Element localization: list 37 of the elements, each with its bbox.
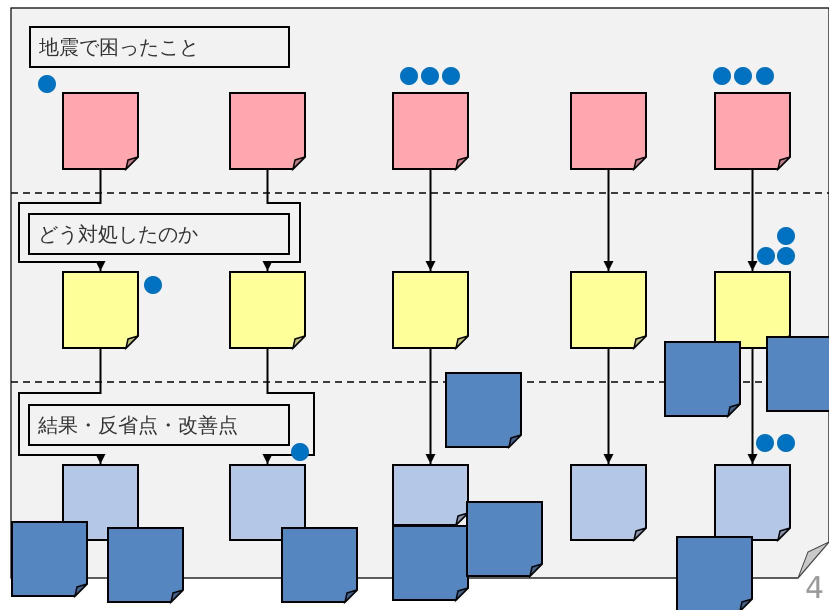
heading-label: どう対処したのか [28, 213, 290, 255]
sticky-note [107, 527, 184, 603]
sticky-note [229, 92, 306, 170]
sticky-note [229, 271, 306, 349]
sticky-note [766, 336, 829, 412]
sticky-note [664, 341, 741, 417]
sticky-note [62, 271, 139, 349]
arrow [18, 349, 106, 464]
arrow [426, 349, 436, 464]
sticky-note [445, 372, 522, 448]
arrow [426, 170, 436, 271]
sticky-note [392, 525, 469, 601]
arrow [262, 170, 301, 271]
arrow [262, 349, 315, 464]
sticky-note [11, 521, 88, 597]
sticky-note [392, 92, 469, 170]
arrow [604, 170, 614, 271]
sticky-note [714, 92, 791, 170]
sticky-note [570, 92, 647, 170]
sticky-note [392, 271, 469, 349]
sticky-note [62, 92, 139, 170]
sticky-note [392, 464, 469, 526]
sticky-note [676, 536, 753, 610]
sticky-note [281, 527, 358, 603]
heading-label: 地震で困ったこと [29, 26, 290, 68]
arrow [18, 170, 106, 271]
sticky-note [466, 501, 543, 577]
sticky-note [570, 271, 647, 349]
page-number: 4 [805, 572, 824, 606]
heading-label: 結果・反省点・改善点 [28, 404, 290, 446]
arrow [604, 349, 614, 464]
sticky-note [714, 464, 791, 541]
sticky-note [714, 271, 791, 349]
sticky-note [229, 464, 306, 541]
arrow [748, 349, 758, 464]
arrow [748, 170, 758, 271]
sticky-note [570, 464, 647, 541]
